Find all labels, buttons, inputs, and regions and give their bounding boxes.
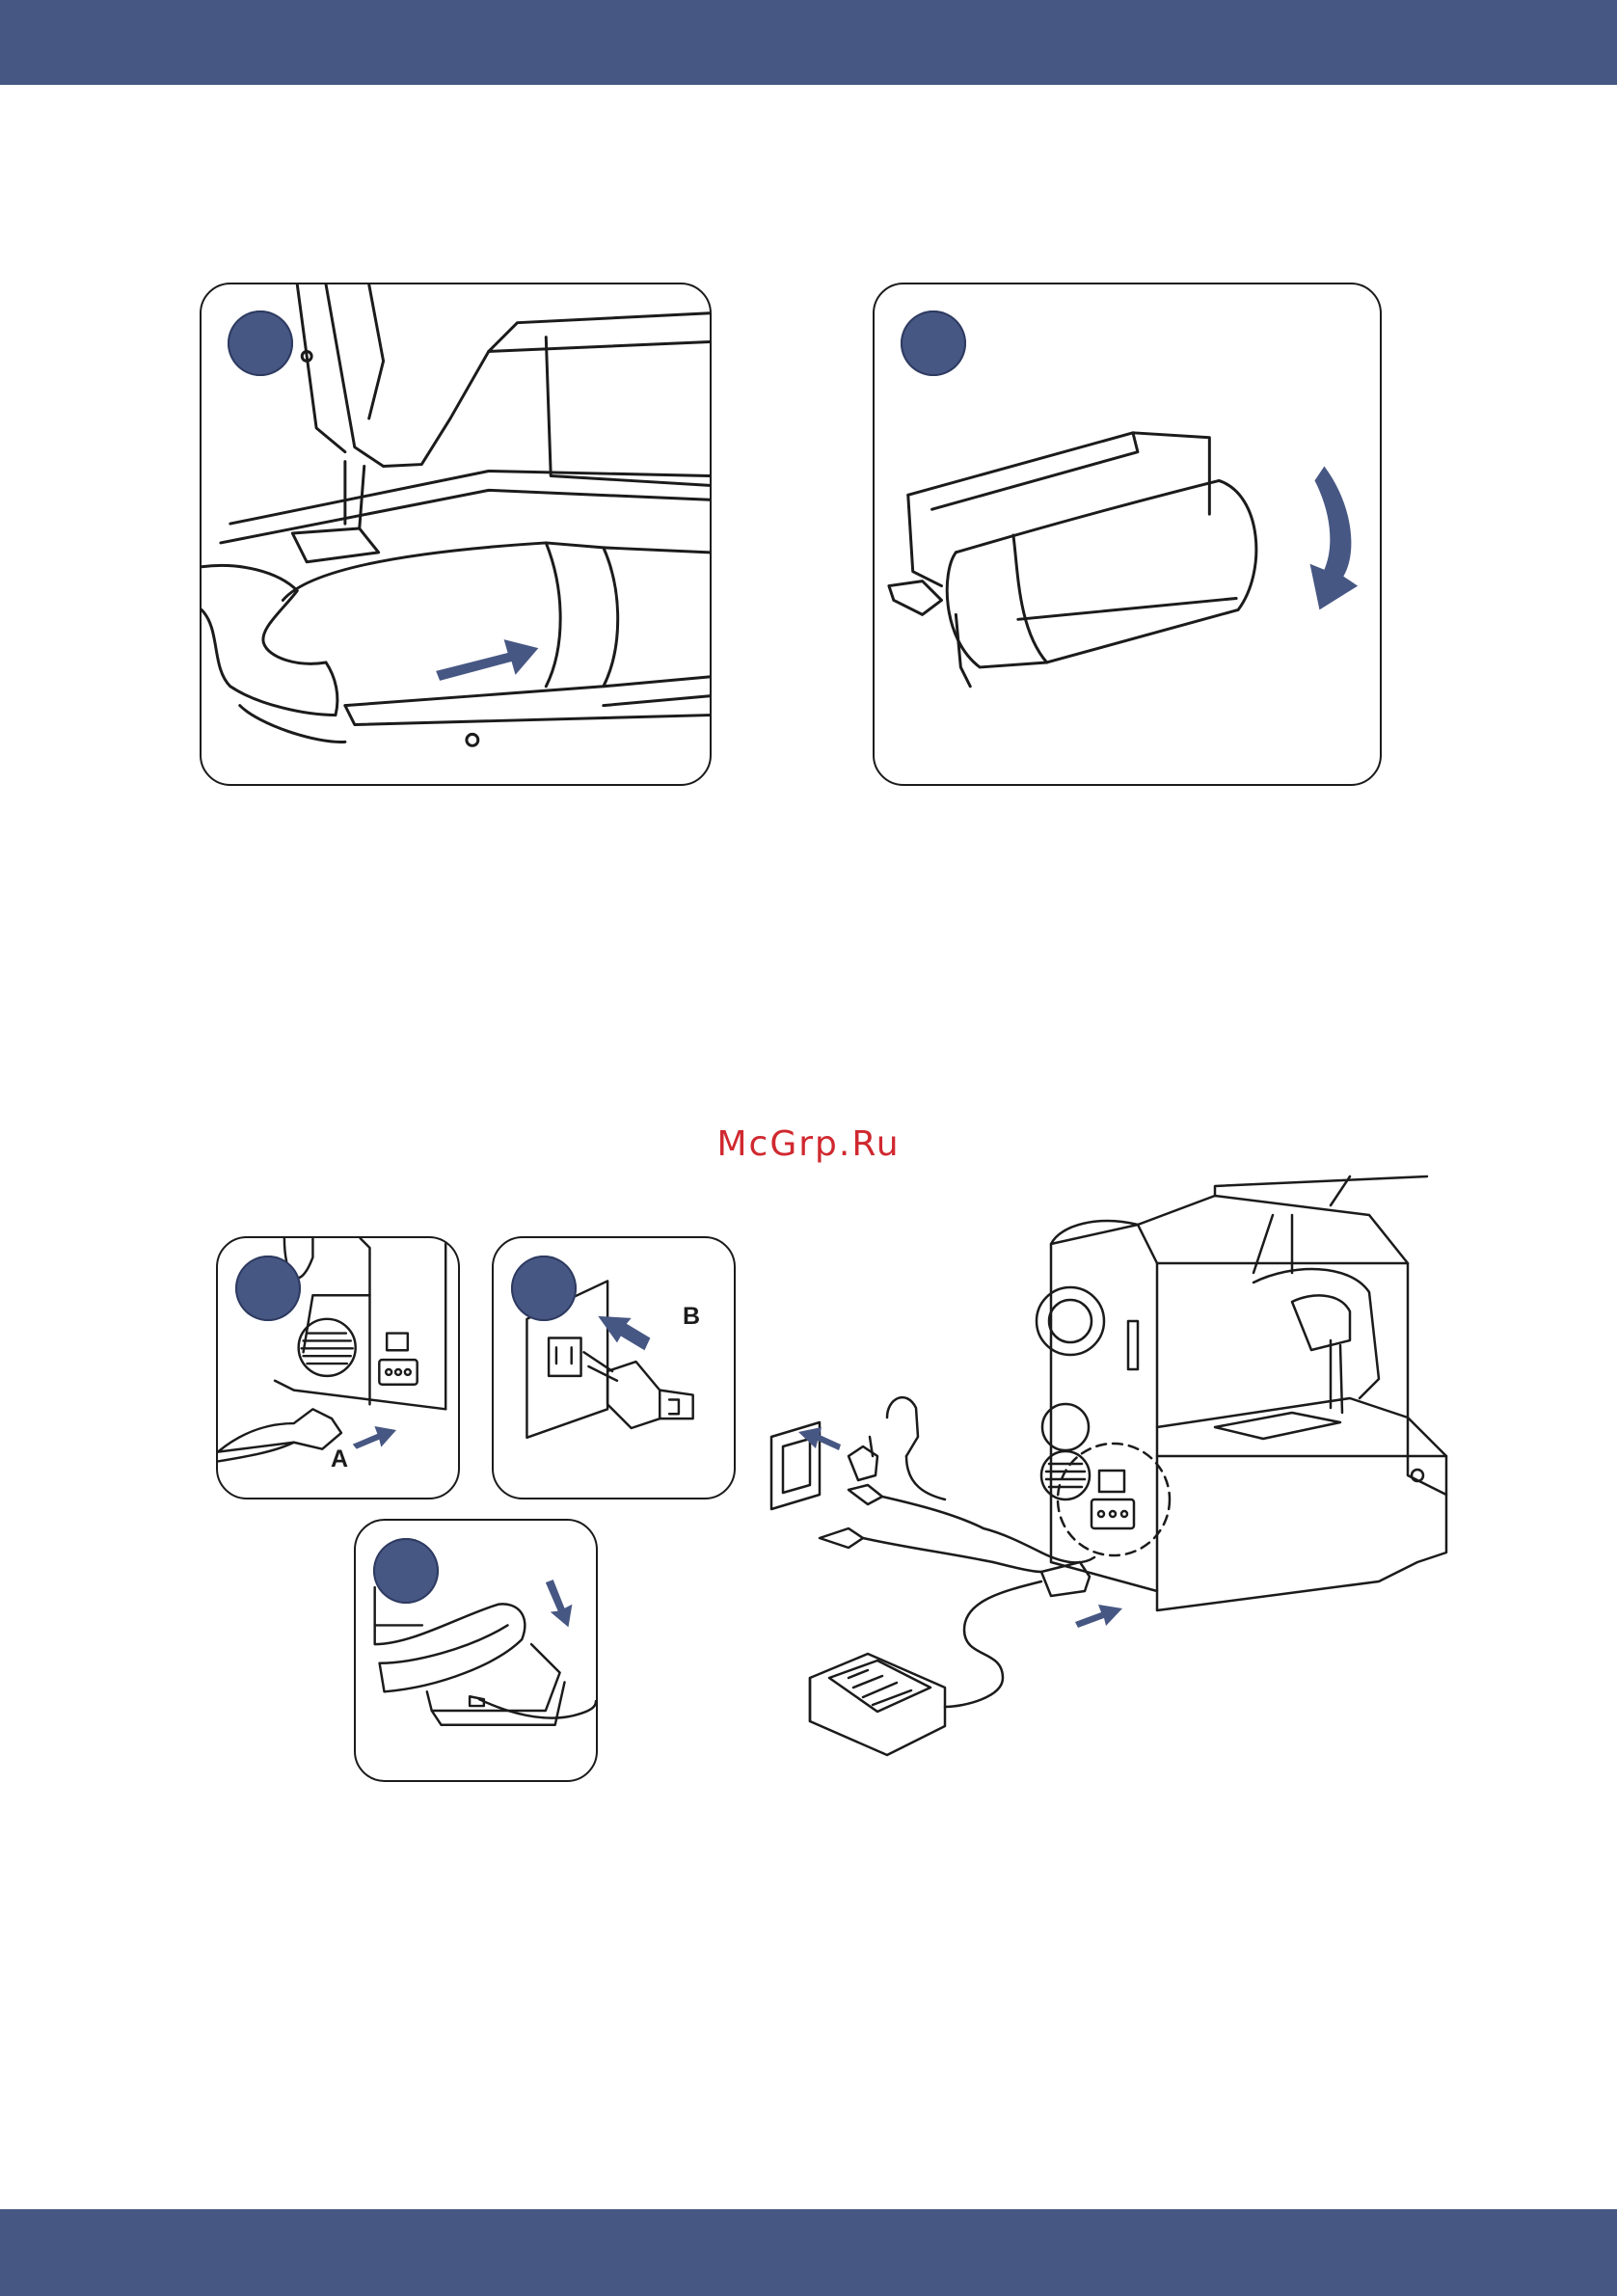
callout-label-b: B — [683, 1303, 700, 1331]
power-socket-panel: A — [216, 1236, 460, 1499]
sewing-machine-connection-overview-illustration — [752, 1167, 1466, 1774]
foot-pedal-panel — [354, 1519, 598, 1782]
step-marker-circle — [235, 1256, 301, 1321]
connection-overview — [752, 1167, 1466, 1774]
step-marker-circle — [901, 311, 966, 376]
step-marker-circle — [373, 1538, 439, 1604]
accessory-box-panel — [873, 283, 1382, 786]
header-band — [0, 0, 1617, 85]
free-arm-panel — [200, 283, 712, 786]
footer-band — [0, 2209, 1617, 2296]
wall-outlet-panel: B — [492, 1236, 736, 1499]
step-marker-circle — [511, 1256, 577, 1321]
watermark-text: McGrp.Ru — [0, 1124, 1617, 1164]
step-marker-circle — [228, 311, 293, 376]
callout-label-a: A — [331, 1445, 348, 1473]
